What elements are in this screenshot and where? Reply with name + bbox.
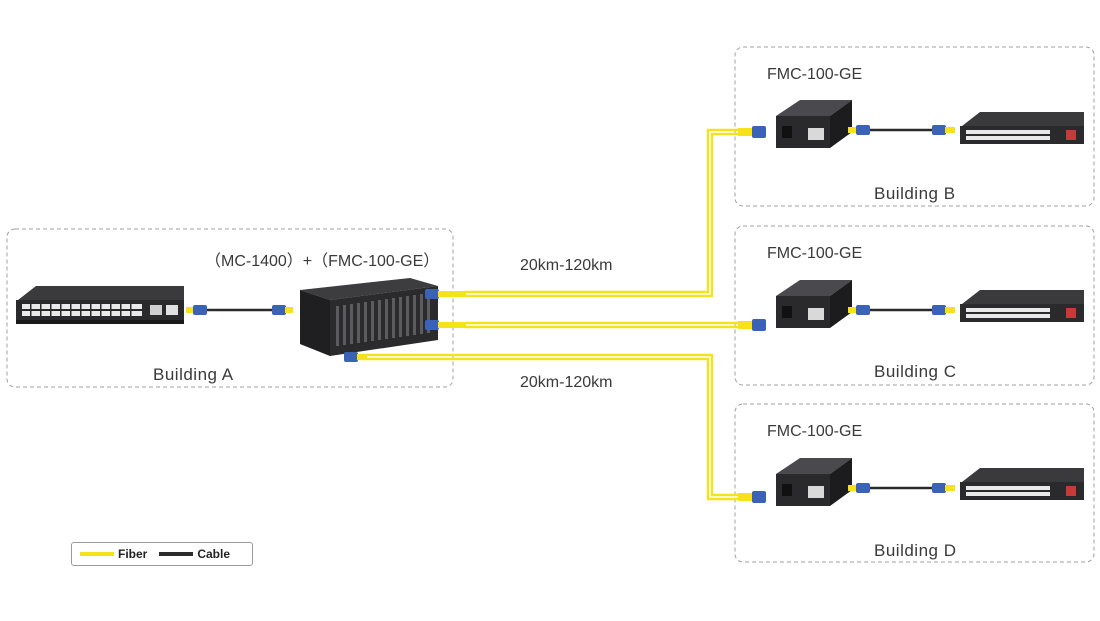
distance-label-top: 20km-120km xyxy=(520,257,613,274)
connector-b-in xyxy=(738,126,766,138)
connector-d-cable-2 xyxy=(932,483,955,493)
connector-d-in xyxy=(738,491,766,503)
legend-fiber-swatch xyxy=(80,552,114,556)
building-c-label: Building C xyxy=(874,362,957,381)
core-switch xyxy=(16,286,184,324)
building-d-label: Building D xyxy=(874,541,957,560)
connector-c-cable-1 xyxy=(848,305,870,315)
connector-c-cable-2 xyxy=(932,305,955,315)
building-a-device-label: （MC-1400）+（FMC-100-GE） xyxy=(205,253,440,270)
building-c-device-label: FMC-100-GE xyxy=(767,245,863,262)
connector-c-in xyxy=(738,319,766,331)
building-b-box xyxy=(734,46,1095,207)
connector-b-cable-1 xyxy=(848,125,870,135)
connector-a-fiber-d xyxy=(344,352,367,362)
connector-d-cable-1 xyxy=(848,483,870,493)
connector-a1 xyxy=(186,305,207,315)
building-d-device-label: FMC-100-GE xyxy=(767,423,863,440)
converter-chassis xyxy=(300,278,438,356)
building-a-box xyxy=(6,228,454,388)
legend-cable-label: Cable xyxy=(197,547,231,561)
connector-b-cable-2 xyxy=(932,125,955,135)
fiber-link-b xyxy=(465,128,740,298)
building-b-devices xyxy=(738,100,1084,148)
connector-a2 xyxy=(272,305,293,315)
building-c-box xyxy=(734,225,1095,386)
building-a-label: Building A xyxy=(153,365,234,384)
building-b-device-label: FMC-100-GE xyxy=(767,66,863,83)
fiber-link-c xyxy=(465,321,740,329)
legend-cable-swatch xyxy=(159,552,194,556)
building-c-devices xyxy=(738,280,1084,331)
legend-cable: Cable xyxy=(159,547,230,561)
building-b-label: Building B xyxy=(874,184,956,203)
legend: Fiber Cable xyxy=(71,542,253,566)
fiber-link-d xyxy=(360,353,740,501)
distance-label-bottom: 20km-120km xyxy=(520,374,613,391)
connector-a-fiber-c xyxy=(425,320,466,330)
legend-fiber-label: Fiber xyxy=(118,547,148,561)
building-d-box xyxy=(734,403,1095,563)
building-d-devices xyxy=(738,458,1084,506)
legend-fiber: Fiber xyxy=(80,547,147,561)
connector-a-fiber-b xyxy=(425,289,466,299)
